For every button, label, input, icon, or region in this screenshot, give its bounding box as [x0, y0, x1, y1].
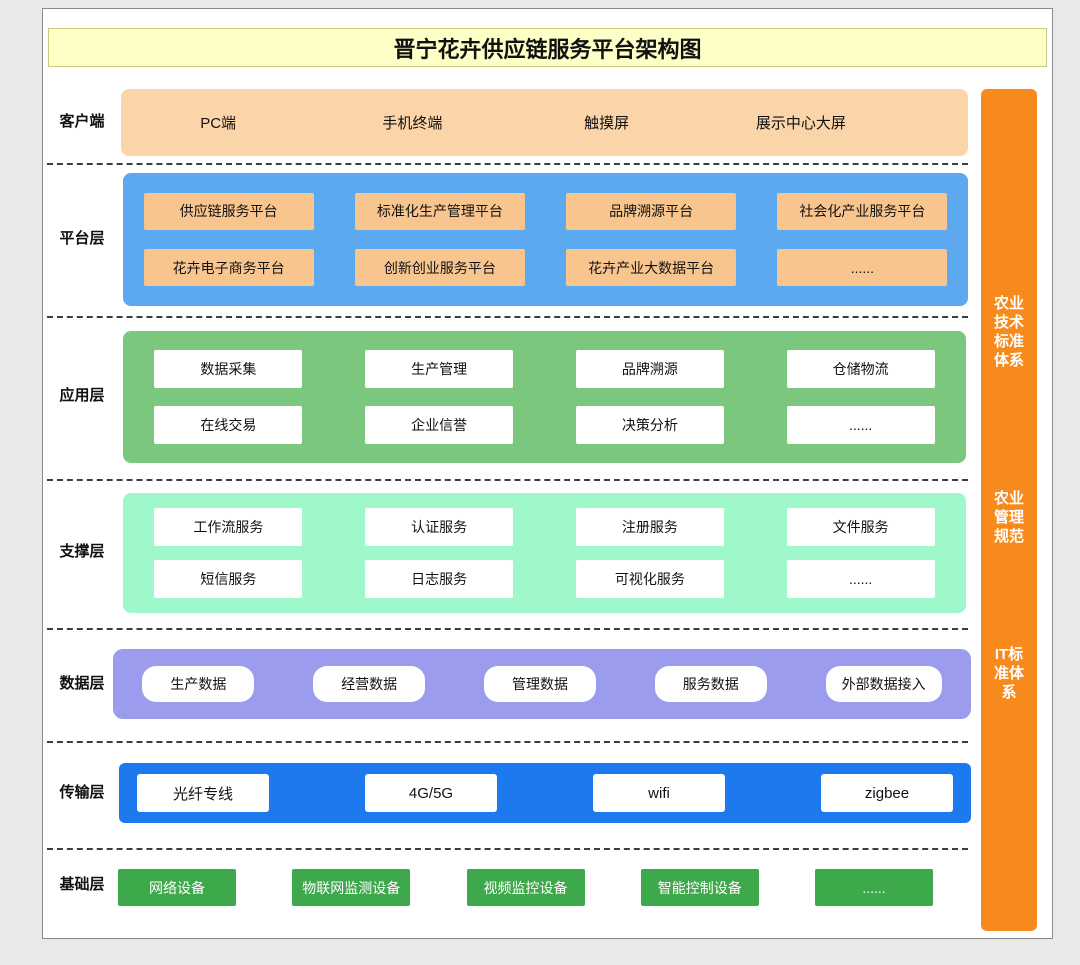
application-box: 决策分析 [575, 406, 724, 445]
data-box: 管理数据 [483, 666, 596, 702]
application-box: ...... [786, 406, 935, 445]
infrastructure-box: 视频监控设备 [466, 869, 585, 906]
data-box: 生产数据 [142, 666, 255, 702]
layer-label-support: 支撑层 [59, 543, 105, 560]
data-box: 服务数据 [654, 666, 767, 702]
application-box: 仓储物流 [786, 349, 935, 388]
client-item: PC端 [200, 115, 237, 132]
data-box: 经营数据 [313, 666, 426, 702]
sidebar-section-label: 农业技术标准体系 [993, 295, 1024, 369]
sidebar-section-agri-management: 农业管理规范 [981, 489, 1037, 546]
sidebar-section-label: IT标准体系 [993, 646, 1024, 701]
application-row: 数据采集 生产管理 品牌溯源 仓储物流 [123, 349, 966, 388]
layer-label-client: 客户端 [59, 113, 105, 130]
transmission-layer-band: 光纤专线 4G/5G wifi zigbee [119, 763, 971, 823]
sidebar-section-agri-tech-standards: 农业技术标准体系 [981, 294, 1037, 370]
application-box: 数据采集 [154, 349, 303, 388]
layer-divider [47, 741, 968, 743]
platform-box: 花卉电子商务平台 [143, 249, 314, 287]
application-row: 在线交易 企业信誉 决策分析 ...... [123, 406, 966, 445]
layer-label-data: 数据层 [59, 675, 105, 692]
support-box: 文件服务 [786, 507, 935, 546]
infrastructure-box: 网络设备 [118, 869, 236, 906]
support-box: 日志服务 [365, 560, 514, 599]
layer-divider [47, 848, 968, 850]
platform-row: 花卉电子商务平台 创新创业服务平台 花卉产业大数据平台 ...... [123, 249, 968, 287]
transmission-box: zigbee [821, 774, 953, 812]
support-row: 工作流服务 认证服务 注册服务 文件服务 [123, 507, 966, 546]
layer-divider [47, 316, 968, 318]
platform-box: 社会化产业服务平台 [777, 192, 948, 230]
application-layer-band: 数据采集 生产管理 品牌溯源 仓储物流 在线交易 企业信誉 决策分析 .....… [123, 331, 966, 463]
layer-label-transmission: 传输层 [59, 784, 105, 801]
application-box: 生产管理 [365, 349, 514, 388]
data-box: 外部数据接入 [825, 666, 942, 702]
data-layer-band: 生产数据 经营数据 管理数据 服务数据 外部数据接入 [113, 649, 971, 719]
transmission-box: 4G/5G [365, 774, 497, 812]
support-box: 可视化服务 [575, 560, 724, 599]
sidebar-section-it-standards: IT标准体系 [981, 645, 1037, 702]
client-layer-band: PC端 手机终端 触摸屏 展示中心大屏 [121, 89, 968, 156]
platform-layer-band: 供应链服务平台 标准化生产管理平台 品牌溯源平台 社会化产业服务平台 花卉电子商… [123, 173, 968, 306]
transmission-box: wifi [593, 774, 725, 812]
support-layer-band: 工作流服务 认证服务 注册服务 文件服务 短信服务 日志服务 可视化服务 ...… [123, 493, 966, 613]
infrastructure-layer-band: 网络设备 物联网监测设备 视频监控设备 智能控制设备 ...... [118, 869, 933, 906]
application-box: 品牌溯源 [575, 349, 724, 388]
layer-label-application: 应用层 [59, 387, 105, 404]
layer-label-infrastructure: 基础层 [59, 876, 105, 893]
standards-sidebar: 农业技术标准体系 农业管理规范 IT标准体系 [981, 89, 1037, 931]
layer-label-platform: 平台层 [59, 230, 105, 247]
layer-divider [47, 479, 968, 481]
platform-box: ...... [777, 249, 948, 287]
platform-box: 创新创业服务平台 [354, 249, 525, 287]
application-box: 在线交易 [154, 406, 303, 445]
transmission-box: 光纤专线 [137, 774, 269, 812]
platform-box: 标准化生产管理平台 [354, 192, 525, 230]
infrastructure-box: ...... [815, 869, 933, 906]
infrastructure-box: 物联网监测设备 [292, 869, 411, 906]
support-box: 认证服务 [365, 507, 514, 546]
platform-row: 供应链服务平台 标准化生产管理平台 品牌溯源平台 社会化产业服务平台 [123, 192, 968, 230]
platform-box: 供应链服务平台 [143, 192, 314, 230]
support-box: 工作流服务 [154, 507, 303, 546]
platform-box: 花卉产业大数据平台 [566, 249, 737, 287]
client-item: 触摸屏 [584, 115, 630, 132]
diagram-title: 晋宁花卉供应链服务平台架构图 [48, 28, 1047, 67]
support-row: 短信服务 日志服务 可视化服务 ...... [123, 560, 966, 599]
client-item: 手机终端 [382, 115, 443, 132]
layer-divider [47, 628, 968, 630]
infrastructure-box: 智能控制设备 [640, 869, 759, 906]
diagram-canvas: 晋宁花卉供应链服务平台架构图 客户端 平台层 应用层 支撑层 数据层 传输层 基… [42, 8, 1053, 939]
support-box: 注册服务 [575, 507, 724, 546]
platform-box: 品牌溯源平台 [566, 192, 737, 230]
sidebar-section-label: 农业管理规范 [993, 490, 1024, 545]
support-box: 短信服务 [154, 560, 303, 599]
application-box: 企业信誉 [365, 406, 514, 445]
support-box: ...... [786, 560, 935, 599]
layer-divider [47, 163, 968, 165]
client-item: 展示中心大屏 [755, 115, 846, 132]
